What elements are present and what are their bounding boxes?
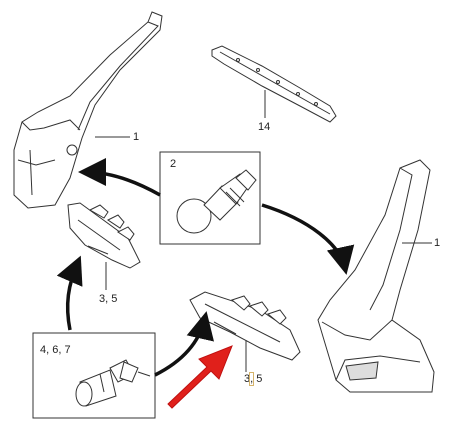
- label-socket-box: 4, 6, 7: [40, 344, 71, 356]
- right-pillar-trim: [317, 159, 435, 393]
- flow-arrows: [56, 158, 355, 377]
- left-lamp-unit: [67, 202, 141, 290]
- red-pointer-arrow: [167, 345, 233, 409]
- label-right-lamp-part-a: 3: [244, 373, 251, 385]
- label-right-lamp-part-b: 5: [256, 373, 263, 385]
- label-right-lamp-sep: ,: [249, 372, 255, 386]
- label-bulb-box: 2: [170, 158, 177, 170]
- bulb-icon: [176, 169, 257, 234]
- label-left-pillar: 1: [133, 131, 140, 143]
- socket-icon: [75, 359, 151, 407]
- left-pillar-trim: [13, 11, 163, 209]
- label-right-lamp: 3, 5: [244, 372, 263, 386]
- label-left-lamp-sep: ,: [105, 293, 109, 305]
- label-right-pillar: 1: [434, 237, 441, 249]
- label-left-lamp-part-b: 5: [111, 293, 118, 305]
- light-strip: [211, 45, 337, 123]
- label-light-strip: 14: [258, 121, 271, 133]
- label-left-lamp-part-a: 3: [99, 293, 106, 305]
- label-left-lamp: 3, 5: [99, 293, 117, 305]
- right-lamp-unit: [189, 291, 301, 372]
